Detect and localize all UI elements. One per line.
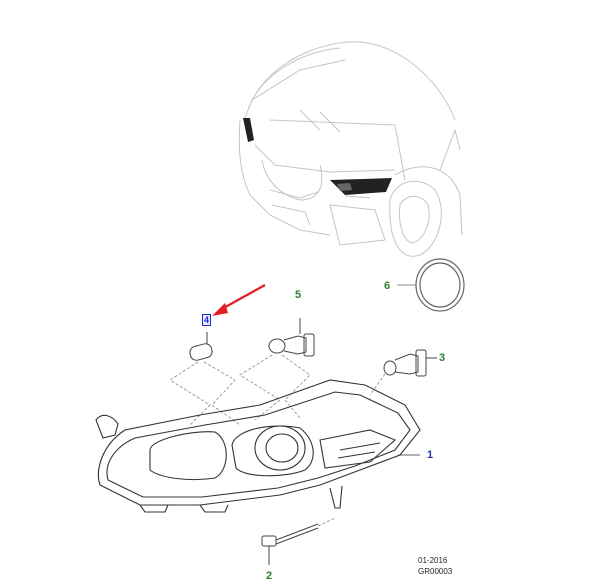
part-3-leader-line xyxy=(369,373,386,396)
red-arrow-icon xyxy=(212,284,266,316)
callout-6[interactable]: 6 xyxy=(384,280,391,292)
vehicle-front-outline xyxy=(238,41,463,257)
part-6-seal-ring xyxy=(397,258,465,312)
callout-3[interactable]: 3 xyxy=(439,352,446,364)
callout-1[interactable]: 1 xyxy=(427,449,434,461)
part-4-leader-lines xyxy=(169,361,241,426)
callout-2[interactable]: 2 xyxy=(266,570,273,582)
part-5-leader-lines xyxy=(239,354,311,421)
callout-4-selected[interactable]: 4 xyxy=(202,314,212,326)
part-4-bulb xyxy=(189,332,213,361)
drawing-code: GR00003 xyxy=(418,567,453,576)
part-2-leader-line xyxy=(317,517,336,527)
part-5-bulb xyxy=(268,318,315,357)
vehicle-headlight-accents xyxy=(243,118,392,195)
part-2-screw xyxy=(261,523,319,565)
part-3-bulb xyxy=(383,349,437,377)
callout-5[interactable]: 5 xyxy=(295,289,302,301)
drawing-date: 01-2016 xyxy=(418,556,448,565)
part-1-headlamp-assembly xyxy=(95,379,421,513)
